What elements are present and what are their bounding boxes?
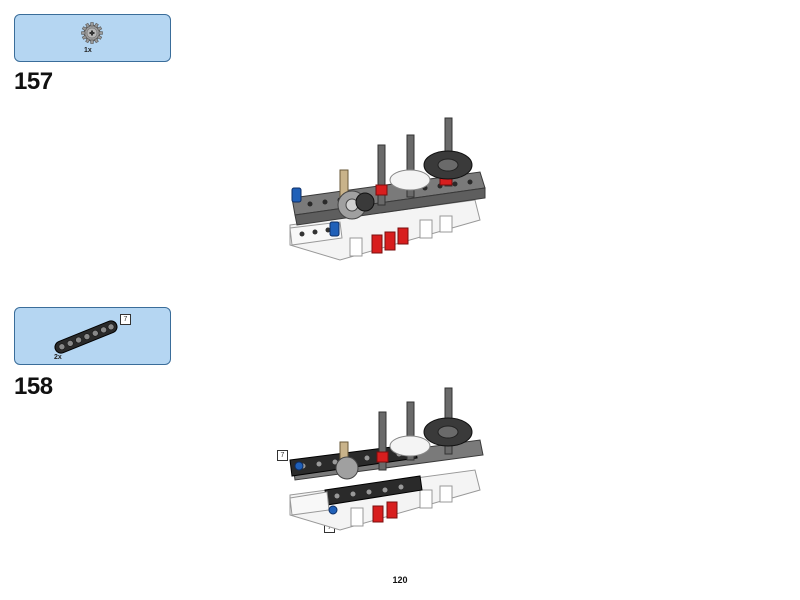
part-quantity: 1x (84, 47, 92, 54)
assembly-illustration-step-157 (289, 117, 486, 261)
beam-icon (54, 320, 118, 354)
parts-callout-step-158: 7 2x (14, 307, 171, 365)
step-number: 158 (14, 373, 53, 400)
assembly-illustration-step-158 (289, 387, 484, 531)
gear-icon (81, 22, 103, 44)
part-quantity: 2x (54, 354, 62, 361)
page-number: 120 (392, 575, 408, 585)
length-callout: 7 (277, 450, 288, 461)
length-callout: 7 (120, 314, 131, 325)
parts-callout-step-157: 1x (14, 14, 171, 62)
step-number: 157 (14, 68, 53, 95)
